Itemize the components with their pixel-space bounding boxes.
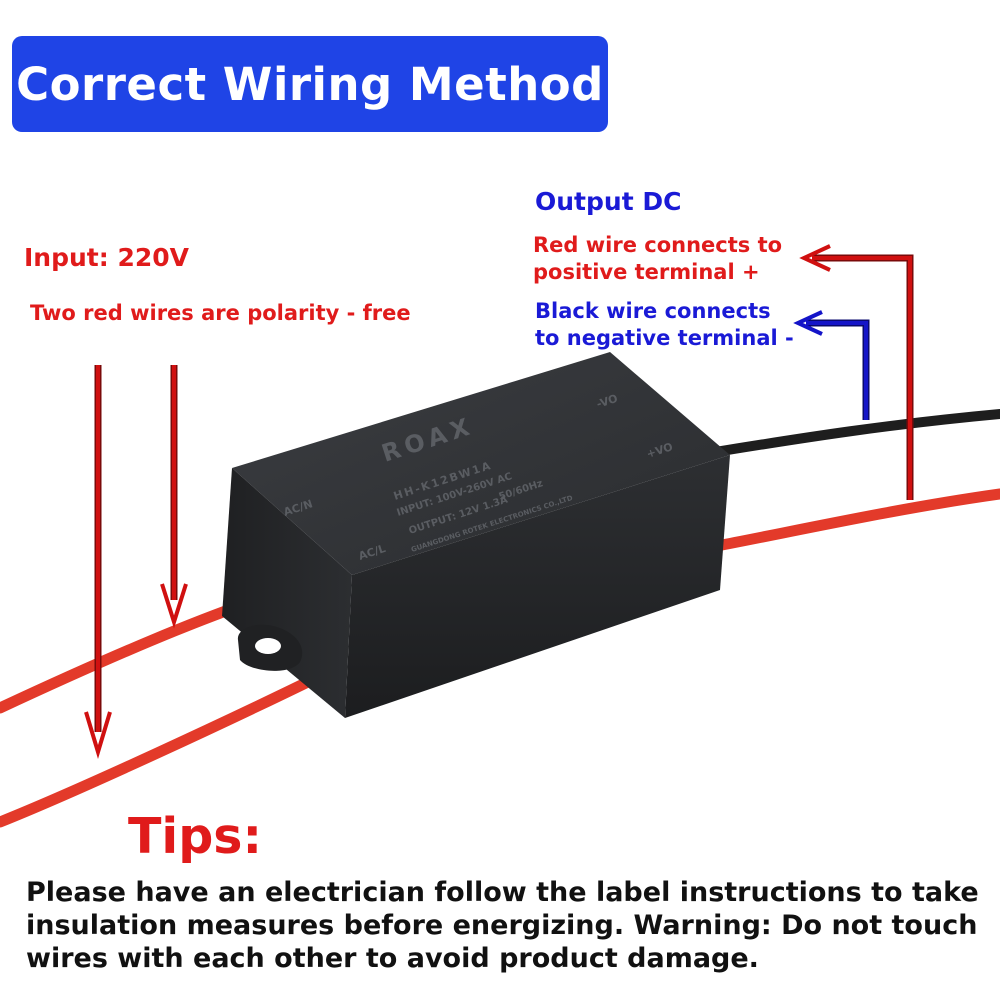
- arrow-left-icon: [793, 310, 823, 336]
- red-input-wire-lower: [0, 671, 324, 828]
- arrow-down-icon: [160, 583, 188, 629]
- input-arrow-left: [84, 365, 112, 759]
- negative-output-arrow: [793, 310, 870, 420]
- module-top-face: [232, 352, 730, 575]
- black-output-wire: [710, 409, 1000, 457]
- arrow-left-icon: [799, 244, 831, 272]
- input-arrow-right: [160, 365, 188, 629]
- red-wire-instruction: Red wire connects to positive terminal +: [533, 233, 783, 284]
- input-voltage-label: Input: 220V: [24, 243, 189, 272]
- red-input-wire-upper: [0, 597, 254, 714]
- module-front-face: [345, 455, 730, 718]
- page-title: Correct Wiring Method: [16, 57, 604, 111]
- module-side-face: [222, 468, 352, 718]
- black-wire-instruction: Black wire connects to negative terminal…: [535, 299, 794, 350]
- output-dc-label: Output DC: [535, 187, 682, 216]
- pin-vo-minus-emboss: -VO: [595, 392, 619, 411]
- positive-output-arrow: [799, 244, 914, 500]
- arrow-down-icon: [84, 711, 112, 759]
- tips-heading: Tips:: [128, 808, 263, 865]
- title-banner: Correct Wiring Method: [12, 36, 608, 132]
- mounting-ear-icon: [237, 624, 303, 671]
- input-polarity-note: Two red wires are polarity - free: [30, 301, 411, 325]
- power-module: ROAX HH-K12BW1A INPUT: 100V-260V AC 50/6…: [222, 352, 730, 718]
- red-output-wire: [716, 488, 1000, 551]
- tips-body: Please have an electrician follow the la…: [26, 877, 979, 974]
